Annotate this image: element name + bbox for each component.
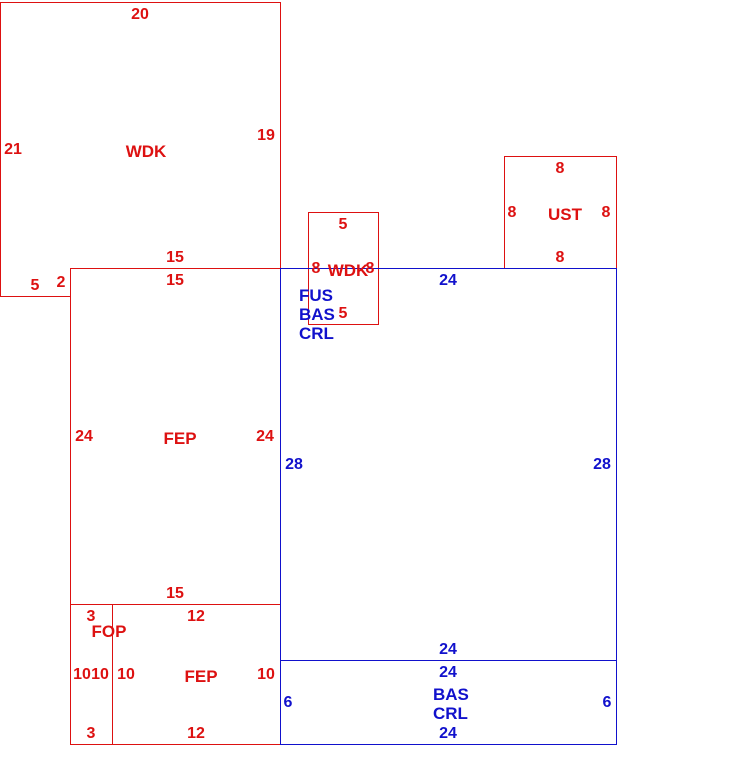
wdk-top-dim-top: 20 (131, 6, 149, 23)
wdk-top-dim-bottom: 15 (166, 249, 184, 266)
fop-dim-bottom: 3 (87, 725, 96, 742)
main-house-label-bas: BAS (299, 305, 335, 324)
ust-dim-bottom: 8 (556, 249, 565, 266)
fop-dim-left: 10 (73, 666, 91, 683)
wdk-top-dim-left: 21 (4, 141, 22, 158)
fep-main-dim-top: 15 (166, 272, 184, 289)
fep-main-dim-left: 24 (75, 428, 93, 445)
ust-dim-right: 8 (602, 204, 611, 221)
bas-bottom-dim-bottom: 24 (439, 725, 457, 742)
bas-bottom-outline (280, 660, 617, 745)
wdk-small-dim-right: 8 (366, 260, 375, 277)
ust-dim-top: 8 (556, 160, 565, 177)
bas-bottom-dim-left: 6 (284, 694, 293, 711)
wdk-top-dim-right: 19 (257, 127, 275, 144)
main-house-label-crl: CRL (299, 324, 334, 343)
fep-bottom-dim-left: 10 (117, 666, 135, 683)
main-house-dim-bottom: 24 (439, 641, 457, 658)
bas-bottom-dim-top: 24 (439, 664, 457, 681)
ust-label: UST (548, 205, 583, 224)
fep-main-dim-right: 24 (256, 428, 274, 445)
wdk-small-dim-top: 5 (339, 216, 348, 233)
bas-bottom-dim-right: 6 (603, 694, 612, 711)
wdk-top-dim-notch-left: 5 (31, 277, 40, 294)
fep-bottom-dim-right: 10 (257, 666, 275, 683)
main-house-dim-left: 28 (285, 456, 303, 473)
main-house-label-fus: FUS (299, 286, 333, 305)
wdk-top-dim-notch-right: 2 (57, 274, 66, 291)
fop-dim-top: 3 (87, 608, 96, 625)
fop-dim-right: 10 (91, 666, 109, 683)
wdk-small-label: WDK (328, 261, 369, 280)
ust-dim-left: 8 (508, 204, 517, 221)
wdk-top-label: WDK (126, 142, 167, 161)
fop-label: FOP (92, 622, 127, 641)
fep-bottom-dim-bottom: 12 (187, 725, 205, 742)
fep-bottom-label: FEP (184, 667, 217, 686)
fep-bottom-dim-top: 12 (187, 608, 205, 625)
fep-main-label: FEP (163, 429, 196, 448)
bas-bottom-label-crl: CRL (433, 704, 468, 723)
wdk-small-dim-left: 8 (312, 260, 321, 277)
main-house-dim-top: 24 (439, 272, 457, 289)
fep-main-dim-bottom: 15 (166, 585, 184, 602)
bas-bottom-label-bas: BAS (433, 685, 469, 704)
wdk-small-dim-bottom: 5 (339, 305, 348, 322)
main-house-dim-right: 28 (593, 456, 611, 473)
